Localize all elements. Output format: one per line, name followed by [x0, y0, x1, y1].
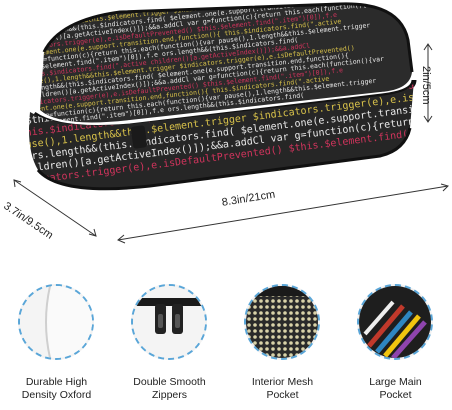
zipper-pull [130, 125, 148, 149]
pens-in-pocket-icon [357, 284, 433, 360]
feature-caption: Double Smooth Zippers [133, 376, 206, 401]
height-dimension-label: 2in/5cm [420, 66, 432, 105]
feature-oxford-fabric: Durable High Density Oxford [0, 284, 113, 410]
dimension-lines [13, 43, 449, 244]
case-top [40, 3, 412, 123]
feature-caption: Durable High Density Oxford [21, 376, 92, 401]
feature-main-pocket: Large Main Pocket [339, 284, 452, 410]
feature-zippers: Double Smooth Zippers [113, 284, 226, 410]
zipper-pulls-icon [131, 284, 207, 360]
feature-mesh-pocket: Interior Mesh Pocket [226, 284, 339, 410]
pencil-case: $this.$element.find(".item")[0]),f.e ors… [29, 2, 417, 191]
mesh-pocket-icon [244, 284, 320, 360]
fabric-texture-icon [18, 284, 94, 360]
feature-caption: Large Main Pocket [369, 376, 422, 401]
feature-caption: Interior Mesh Pocket [251, 376, 314, 401]
case-front [29, 80, 414, 189]
